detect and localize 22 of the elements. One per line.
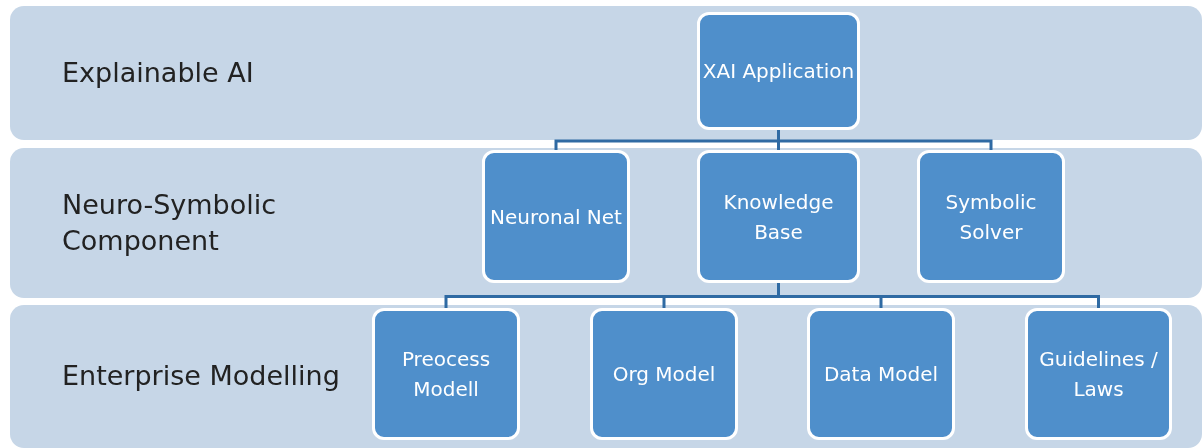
component-box [917,150,1065,283]
layer-label: Enterprise Modelling [62,359,341,394]
component-label: Neuronal Net [490,203,622,231]
layer-label: Explainable AI [62,55,255,90]
component-label: Preocess Modell [400,346,492,403]
component-label: Data Model [823,361,939,388]
component-label: Knowledge Base [722,188,835,246]
component-box [590,308,738,440]
component-box [372,308,520,440]
layer-label: Neuro-Symbolic Component [62,187,278,258]
component-label: XAI Application [702,58,855,85]
component-label: Guidelines / Laws [1038,346,1159,403]
component-label: Org Model [612,361,716,388]
component-box [697,12,860,130]
layer-band [10,305,1202,448]
component-box [807,308,955,440]
component-box [482,150,630,283]
layer-band [10,148,1202,298]
component-box [1025,308,1172,440]
component-label: Symbolic Solver [944,188,1038,246]
component-box [697,150,860,283]
layer-band [10,6,1202,140]
